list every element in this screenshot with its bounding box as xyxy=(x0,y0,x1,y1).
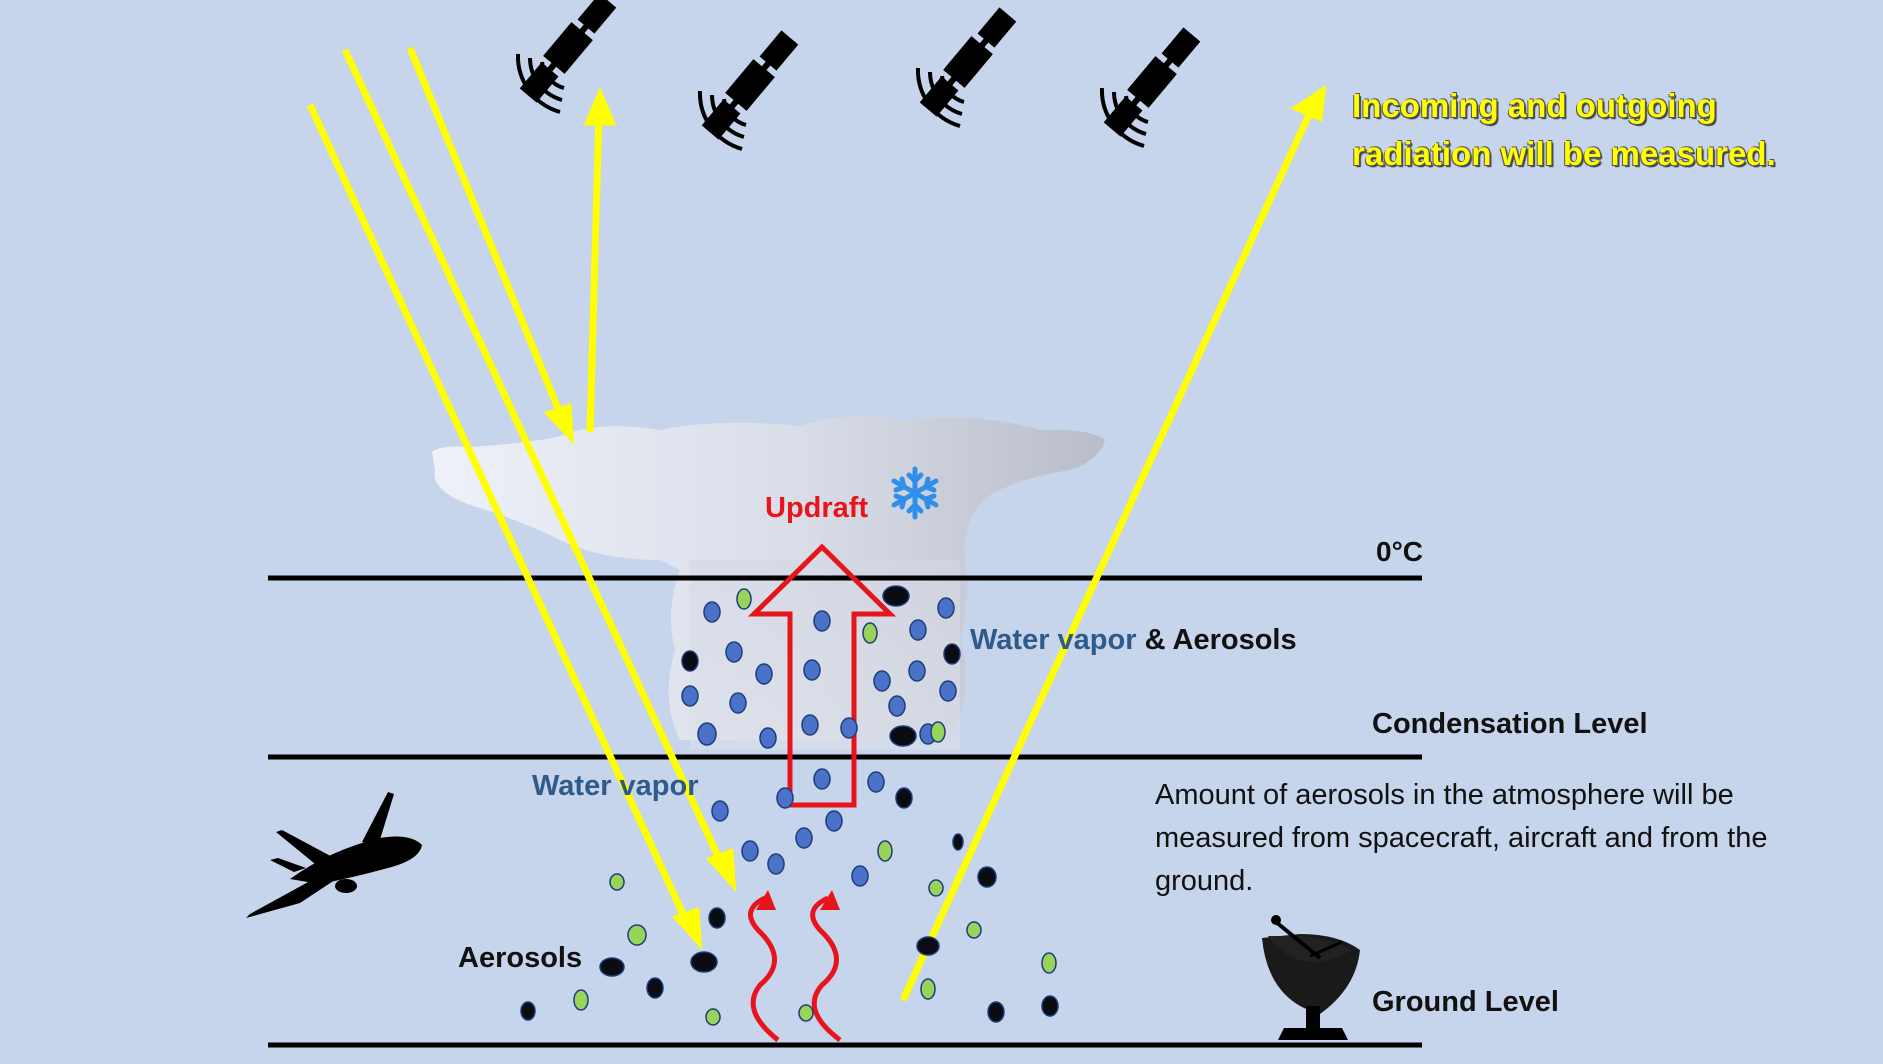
reflected-radiation xyxy=(583,87,617,433)
water-vapor-particles xyxy=(681,597,957,887)
updraft-arrow xyxy=(747,543,897,808)
incoming-radiation xyxy=(306,46,737,950)
updraft-label: Updraft xyxy=(765,492,869,524)
satellite-icon xyxy=(697,26,803,151)
aerosol-measurement-note: Amount of aerosols in the atmosphere wil… xyxy=(1155,779,1768,897)
radiation-note-line2: radiation will be measured. xyxy=(1352,135,1776,172)
aerosols-label: Aerosols xyxy=(458,942,583,974)
radiation-note-line1: Incoming and outgoing xyxy=(1352,87,1717,124)
ground-level-label: Ground Level xyxy=(1372,986,1559,1018)
heat-arrows xyxy=(748,890,842,1042)
particles xyxy=(520,585,1059,1026)
snowflake-icon xyxy=(891,466,939,520)
satellite-icon xyxy=(1099,23,1205,148)
radiation-measurement-note: Incoming and outgoing radiation will be … xyxy=(1352,82,1776,178)
water-vapor-aerosols-label: Water vapor & Aerosols xyxy=(970,624,1297,657)
condensation-level-label: Condensation Level xyxy=(1372,708,1648,740)
satellite-icon xyxy=(915,3,1021,128)
water-vapor-label: Water vapor xyxy=(532,770,699,802)
freezing-level-label: 0°C xyxy=(1376,536,1423,567)
dark-aerosol-particles xyxy=(520,585,1059,1023)
satellite-dish-icon xyxy=(1262,915,1360,1040)
water-vapor-text: Water vapor xyxy=(970,624,1137,656)
outgoing-radiation xyxy=(899,84,1327,1002)
green-aerosol-particles xyxy=(573,588,1057,1026)
and-aerosols-text: & Aerosols xyxy=(1136,624,1297,656)
airplane-icon xyxy=(246,792,422,918)
